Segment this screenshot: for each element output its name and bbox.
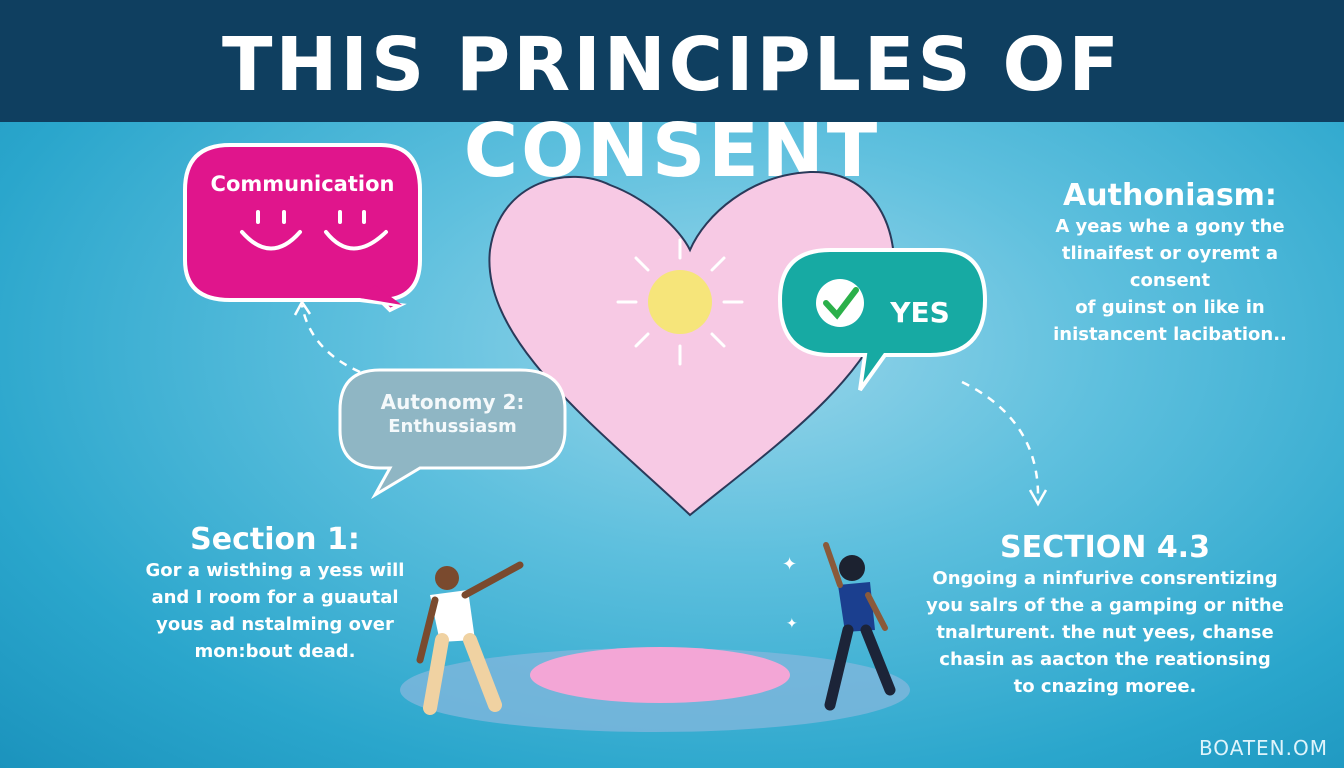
section-line: to cnazing moree. (1013, 676, 1197, 697)
watermark: BOATEN.OM (1198, 736, 1328, 760)
section-line: inistancent lacibation.. (1053, 324, 1287, 345)
floor-mat (530, 647, 790, 703)
section-line: of guinst on like in (1075, 297, 1265, 318)
smiley-faces-icon (240, 210, 388, 251)
header-banner (0, 0, 1344, 122)
dashed-arrow (961, 380, 1040, 501)
section-line: and I room for a guautal (151, 587, 399, 608)
sparkle-icon: ✦ (786, 616, 798, 632)
section-top-right: Authoniasm: A yeas whe a gony the tlinai… (1020, 178, 1320, 348)
yes-label: YES (890, 296, 950, 329)
section-heading: Section 1: (190, 522, 360, 557)
section-heading: Authoniasm: (1063, 178, 1277, 213)
section-line: Ongoing a ninfurive consrentizing (932, 568, 1278, 589)
section-line: you salrs of the a gamping or nithe (926, 595, 1284, 616)
section-line: tnalrturent. the nut yees, chanse (936, 622, 1274, 643)
sun-icon (616, 238, 744, 366)
section-line: Gor a wisthing a yess will (145, 560, 405, 581)
yes-bubble (777, 248, 988, 392)
section-line: yous ad nstalming over (156, 614, 394, 635)
person-left (416, 561, 524, 715)
section-line: A yeas whe a gony the (1055, 216, 1285, 237)
section-line: tlinaifest or oyremt a consent (1061, 243, 1279, 291)
autonomy-label-line2: Enthussiasm (388, 416, 517, 437)
person-right (823, 542, 896, 711)
communication-bubble (183, 143, 422, 313)
section-right: SECTION 4.3 Ongoing a ninfurive consrent… (905, 530, 1305, 700)
dashed-arrow (300, 304, 361, 374)
communication-label: Communication (210, 172, 395, 196)
section-line: chasin as aacton the reationsing (939, 649, 1271, 670)
page-title: THIS PRINCIPLES OF CONSENT (222, 22, 1122, 194)
section-heading: SECTION 4.3 (1000, 530, 1210, 565)
section-line: mon:bout dead. (194, 641, 356, 662)
autonomy-bubble (338, 368, 567, 500)
sparkle-icon: ✦ (782, 554, 797, 575)
autonomy-label-line1: Autonomy 2: (380, 390, 525, 414)
section-left: Section 1: Gor a wisthing a yess will an… (125, 522, 425, 665)
